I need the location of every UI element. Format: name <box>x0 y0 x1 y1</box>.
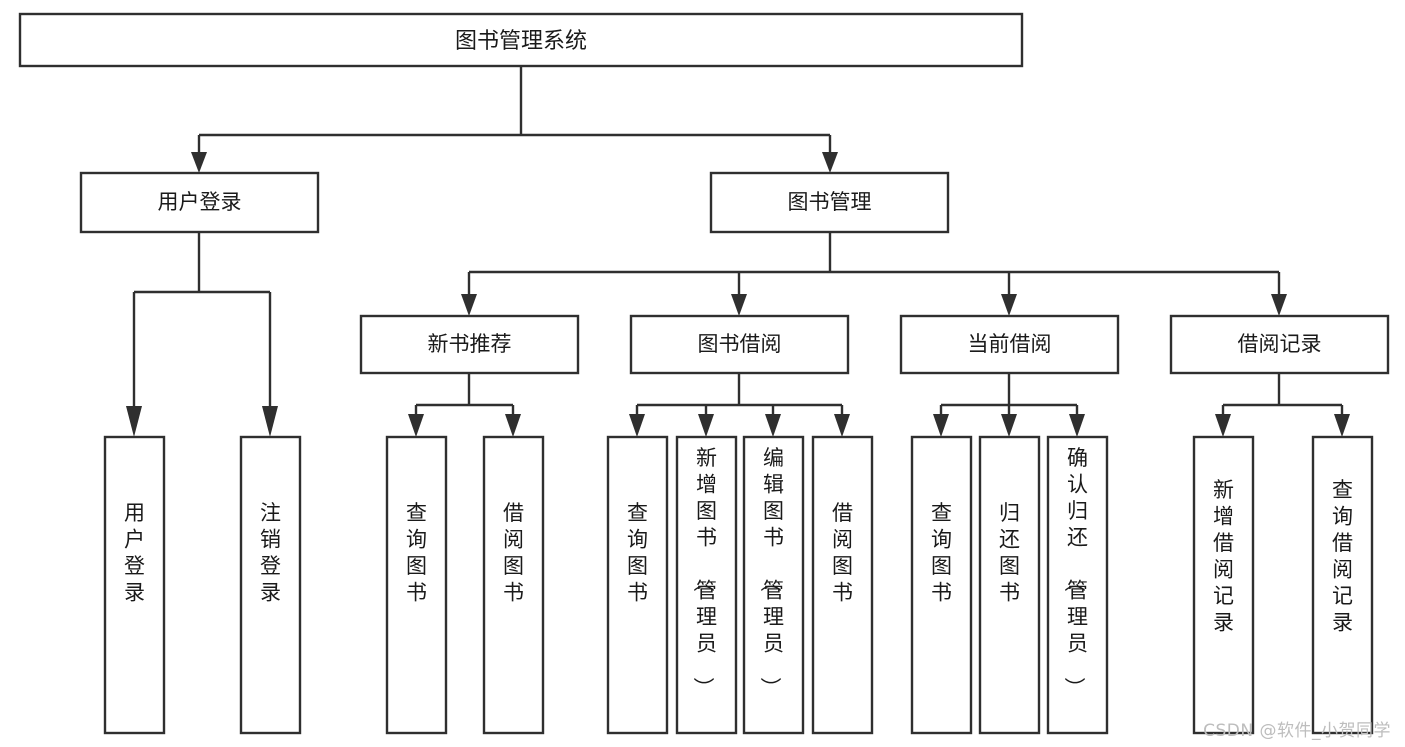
leaf-box[interactable] <box>675 435 738 735</box>
new-book-recommend-box[interactable] <box>359 314 580 375</box>
leaf-label: 查询借阅记录 <box>1332 478 1353 635</box>
leaf-box[interactable] <box>978 435 1041 735</box>
leaf-label: 借阅图书 <box>832 501 853 605</box>
arrow-head-currentborrow-leaf-3 <box>1069 414 1085 437</box>
leaf-label: 借阅图书 <box>503 501 524 605</box>
arrow-head-bookborrow-leaf-3 <box>765 414 781 437</box>
arrow-head-newbook-leaf-1 <box>408 414 424 437</box>
node-book-borrow[interactable]: 图书借阅 <box>629 314 850 375</box>
leaf-box[interactable] <box>811 435 874 735</box>
leaf-box[interactable] <box>742 435 805 735</box>
connector-layer <box>126 66 1350 437</box>
leaf-user-login-1[interactable]: 用户登录 <box>103 435 166 735</box>
leaf-box[interactable] <box>239 435 302 735</box>
leaf-current-borrow-3[interactable]: 确认归还（管理员） <box>1046 435 1109 735</box>
leaf-book-borrow-2[interactable]: 新增图书（管理员） <box>675 435 738 735</box>
arrow-head-user-login <box>191 152 207 173</box>
leaf-user-login-2[interactable]: 注销登录 <box>239 435 302 735</box>
borrow-record-label: 借阅记录 <box>1238 332 1322 356</box>
leaf-label: 用户登录 <box>124 501 145 605</box>
leaf-box[interactable] <box>606 435 669 735</box>
leaf-borrow-record-1[interactable]: 新增借阅记录 <box>1192 435 1255 735</box>
arrow-head-bookborrow-leaf-4 <box>834 414 850 437</box>
arrow-head-bookborrow-leaf-2 <box>698 414 714 437</box>
leaf-label: 编辑图书（管理员） <box>758 446 784 698</box>
node-user-login[interactable]: 用户登录 <box>79 171 320 234</box>
leaf-box[interactable] <box>482 435 545 735</box>
arrow-head-userlogin-leaf-2 <box>262 406 278 437</box>
leaf-label: 归还图书 <box>999 501 1020 605</box>
root-box[interactable] <box>18 12 1024 68</box>
leaf-label: 查询图书 <box>406 501 427 605</box>
node-root[interactable]: 图书管理系统 <box>18 12 1024 68</box>
arrow-head-current-borrow <box>1001 294 1017 316</box>
leaf-book-borrow-3[interactable]: 编辑图书（管理员） <box>742 435 805 735</box>
leaf-label: 注销登录 <box>260 501 281 605</box>
book-manage-label: 图书管理 <box>788 190 872 214</box>
current-borrow-box[interactable] <box>899 314 1120 375</box>
leaf-box[interactable] <box>1311 435 1374 735</box>
leaf-current-borrow-2[interactable]: 归还图书 <box>978 435 1041 735</box>
current-borrow-label: 当前借阅 <box>968 332 1052 356</box>
arrow-head-userlogin-leaf-1 <box>126 406 142 437</box>
new-book-recommend-label: 新书推荐 <box>428 332 512 356</box>
arrow-head-book-borrow <box>731 294 747 316</box>
leaf-label: 新增借阅记录 <box>1213 478 1234 635</box>
arrow-head-borrowrecord-leaf-2 <box>1334 414 1350 437</box>
leaf-box[interactable] <box>1046 435 1109 735</box>
leaf-box[interactable] <box>385 435 448 735</box>
arrow-head-currentborrow-leaf-2 <box>1001 414 1017 437</box>
leaf-box[interactable] <box>103 435 166 735</box>
book-manage-box[interactable] <box>709 171 950 234</box>
leaf-label: 新增图书（管理员） <box>691 446 717 698</box>
borrow-record-box[interactable] <box>1169 314 1390 375</box>
arrow-head-new-book-recommend <box>461 294 477 316</box>
leaf-label: 确认归还（管理员） <box>1062 446 1088 698</box>
arrow-head-currentborrow-leaf-1 <box>933 414 949 437</box>
node-new-book-recommend[interactable]: 新书推荐 <box>359 314 580 375</box>
book-borrow-box[interactable] <box>629 314 850 375</box>
book-borrow-label: 图书借阅 <box>698 332 782 356</box>
leaf-current-borrow-1[interactable]: 查询图书 <box>910 435 973 735</box>
leaf-book-borrow-1[interactable]: 查询图书 <box>606 435 669 735</box>
node-borrow-record[interactable]: 借阅记录 <box>1169 314 1390 375</box>
node-current-borrow[interactable]: 当前借阅 <box>899 314 1120 375</box>
leaf-new-book-recommend-2[interactable]: 借阅图书 <box>482 435 545 735</box>
arrow-head-borrowrecord-leaf-1 <box>1215 414 1231 437</box>
leaf-box[interactable] <box>1192 435 1255 735</box>
leaf-box[interactable] <box>910 435 973 735</box>
arrow-head-book-manage <box>822 152 838 173</box>
arrow-head-newbook-leaf-2 <box>505 414 521 437</box>
user-login-label: 用户登录 <box>158 190 242 214</box>
arrow-head-bookborrow-leaf-1 <box>629 414 645 437</box>
leaf-label: 查询图书 <box>931 501 952 605</box>
user-login-box[interactable] <box>79 171 320 234</box>
leaf-label: 查询图书 <box>627 501 648 605</box>
leaf-book-borrow-4[interactable]: 借阅图书 <box>811 435 874 735</box>
node-book-manage[interactable]: 图书管理 <box>709 171 950 234</box>
arrow-head-borrow-record <box>1271 294 1287 316</box>
leaf-borrow-record-2[interactable]: 查询借阅记录 <box>1311 435 1374 735</box>
leaf-new-book-recommend-1[interactable]: 查询图书 <box>385 435 448 735</box>
root-label: 图书管理系统 <box>455 29 587 54</box>
